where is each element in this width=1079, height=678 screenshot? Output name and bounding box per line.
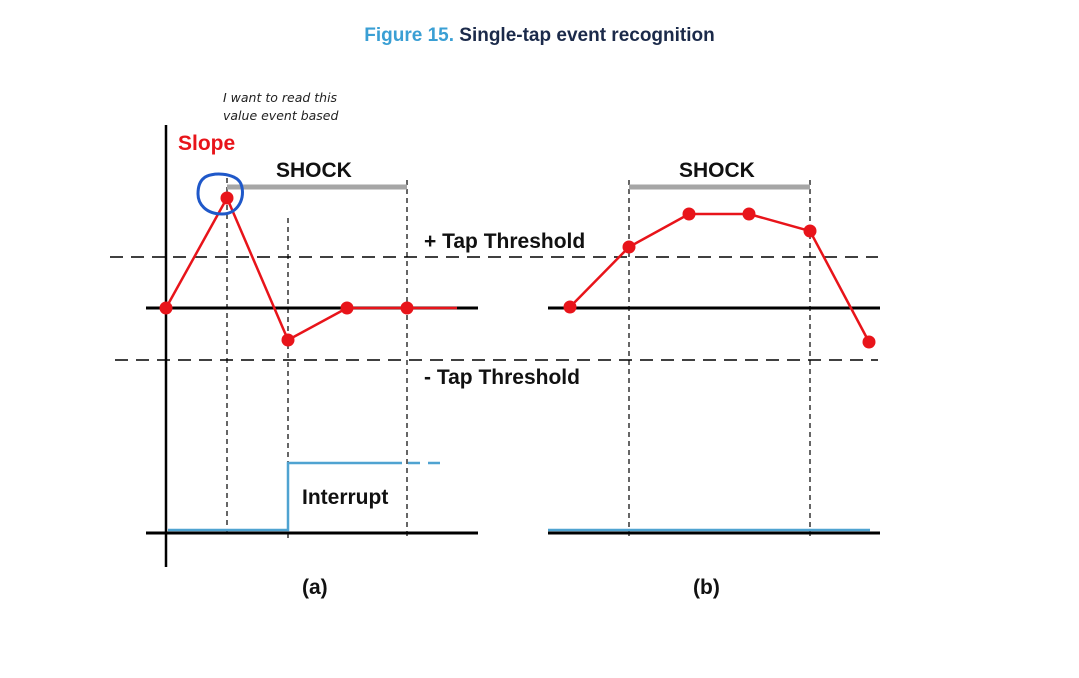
neg-threshold-label: - Tap Threshold — [424, 366, 580, 389]
handwritten-annotation: I want to read this value event based — [223, 89, 338, 125]
slope-label: Slope — [178, 132, 236, 155]
annotation-line-1: I want to read this — [223, 90, 338, 105]
panel-b-point-1 — [563, 300, 577, 314]
figure-number: Figure 15. — [364, 25, 454, 46]
panel-a-point-4 — [340, 301, 354, 315]
panel-a-interrupt-signal — [168, 461, 402, 532]
panel-b-point-6 — [862, 335, 876, 349]
figure-title-text: Single-tap event recognition — [459, 25, 715, 46]
panel-a-point-5 — [400, 301, 414, 315]
panel-a-point-2 — [220, 191, 234, 205]
pos-threshold-label: + Tap Threshold — [424, 230, 586, 253]
panel-a-slope-curve — [164, 195, 457, 342]
panel-a-shock-label: SHOCK — [276, 159, 352, 182]
figure-title: Figure 15. Single-tap event recognition — [0, 25, 1079, 47]
panel-b-caption: (b) — [693, 576, 720, 599]
panel-b-point-3 — [682, 207, 696, 221]
panel-b-point-2 — [622, 240, 636, 254]
panel-b-point-4 — [742, 207, 756, 221]
highlight-circle — [196, 172, 244, 216]
panel-a-point-1 — [159, 301, 173, 315]
panel-b-point-5 — [803, 224, 817, 238]
panel-b-slope-curve — [569, 212, 871, 343]
panel-b-shock-label: SHOCK — [679, 159, 755, 182]
panel-a-point-3 — [281, 333, 295, 347]
panel-a-caption: (a) — [302, 576, 328, 599]
annotation-line-2: value event based — [223, 108, 339, 123]
interrupt-label: Interrupt — [302, 486, 389, 509]
